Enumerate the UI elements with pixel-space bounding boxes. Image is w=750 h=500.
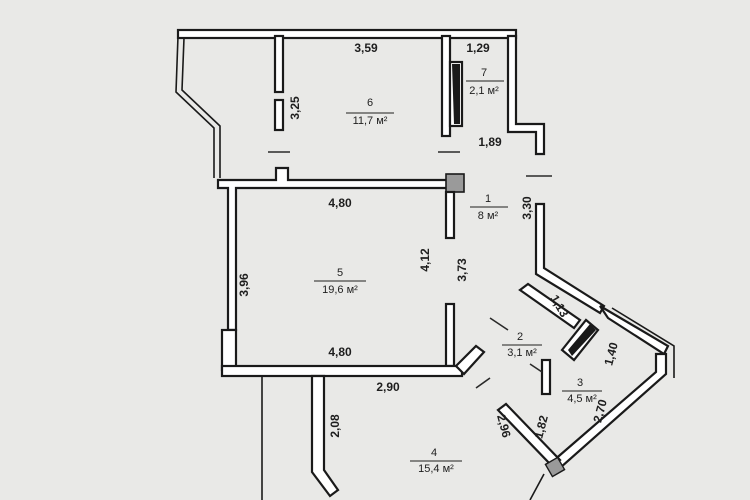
- wall-room5-left-lower: [220, 328, 238, 372]
- wall-room6-left-lower: [273, 98, 285, 132]
- wall-room3-exterior-line: [611, 307, 675, 378]
- room-1-number: 1: [485, 193, 491, 205]
- wall-room5-right-lower: [444, 302, 456, 368]
- room-5-number: 5: [337, 267, 343, 279]
- dim-4-80-top: 4,80: [328, 196, 352, 210]
- vent-hatch-room2: [568, 324, 596, 356]
- room-6-area: 11,7 м²: [353, 115, 388, 127]
- room-3-number: 3: [577, 377, 583, 389]
- room-2-area: 3,1 м²: [507, 347, 537, 359]
- dim-1-40: 1,40: [601, 341, 621, 367]
- exterior-line-lower: [529, 473, 545, 500]
- dimension-labels: 3,59 1,29 3,25 1,89 4,80 3,30 3,96 4,12 …: [237, 41, 621, 440]
- dim-1-29: 1,29: [466, 41, 490, 55]
- dim-4-12: 4,12: [418, 248, 432, 272]
- wall-top: [176, 28, 518, 40]
- dim-2-08: 2,08: [328, 414, 342, 438]
- balcony-outline: [175, 35, 215, 178]
- door-room4: [475, 377, 491, 389]
- dim-1-82: 1,82: [531, 414, 551, 440]
- wall-room5-bottom: [220, 364, 464, 378]
- balcony-outline-inner: [181, 37, 221, 178]
- wall-stub-angled: [454, 344, 486, 376]
- door-marks: [268, 151, 552, 389]
- room-4-number: 4: [431, 447, 437, 459]
- door-room2: [489, 317, 509, 331]
- wall-room4-left: [310, 374, 340, 498]
- dim-3-30: 3,30: [520, 196, 534, 220]
- structural-column: [445, 173, 465, 193]
- column-bottom: [544, 456, 566, 478]
- dim-2-90: 2,90: [376, 380, 400, 394]
- wall-room6-right: [440, 34, 452, 138]
- room-1-area: 8 м²: [478, 210, 499, 222]
- dim-2-96: 2,96: [494, 413, 514, 439]
- dim-1-89: 1,89: [478, 135, 502, 149]
- dim-4-80-bottom: 4,80: [328, 345, 352, 359]
- room-labels: 6 11,7 м² 7 2,1 м² 1 8 м² 5 19,6 м² 2 3,…: [314, 67, 602, 475]
- dim-3-73: 3,73: [455, 258, 469, 282]
- room-7-number: 7: [481, 67, 487, 79]
- room-5-area: 19,6 м²: [322, 284, 358, 296]
- vent-shafts: [448, 60, 600, 362]
- wall-room3-lower-left: [496, 402, 562, 468]
- vent-hatch-room7: [452, 64, 460, 124]
- room-7-area: 2,1 м²: [469, 85, 499, 97]
- room-6-number: 6: [367, 97, 373, 109]
- wall-room5-right-upper: [444, 190, 456, 240]
- wall-room3-right: [550, 352, 668, 470]
- walls: [175, 28, 675, 500]
- room-2-number: 2: [517, 331, 523, 343]
- door-room3: [529, 363, 543, 373]
- room-4-area: 15,4 м²: [418, 463, 454, 475]
- wall-room3-left: [540, 358, 552, 396]
- wall-room2-top: [518, 282, 582, 330]
- wall-room7-right: [506, 34, 546, 156]
- wall-room6-left-upper: [273, 34, 285, 94]
- dim-3-59: 3,59: [354, 41, 378, 55]
- wall-corridor-right: [534, 202, 606, 315]
- dim-2-70: 2,70: [590, 398, 610, 424]
- dim-3-96: 3,96: [237, 273, 251, 297]
- dim-3-25: 3,25: [288, 96, 302, 120]
- room-3-area: 4,5 м²: [567, 393, 597, 405]
